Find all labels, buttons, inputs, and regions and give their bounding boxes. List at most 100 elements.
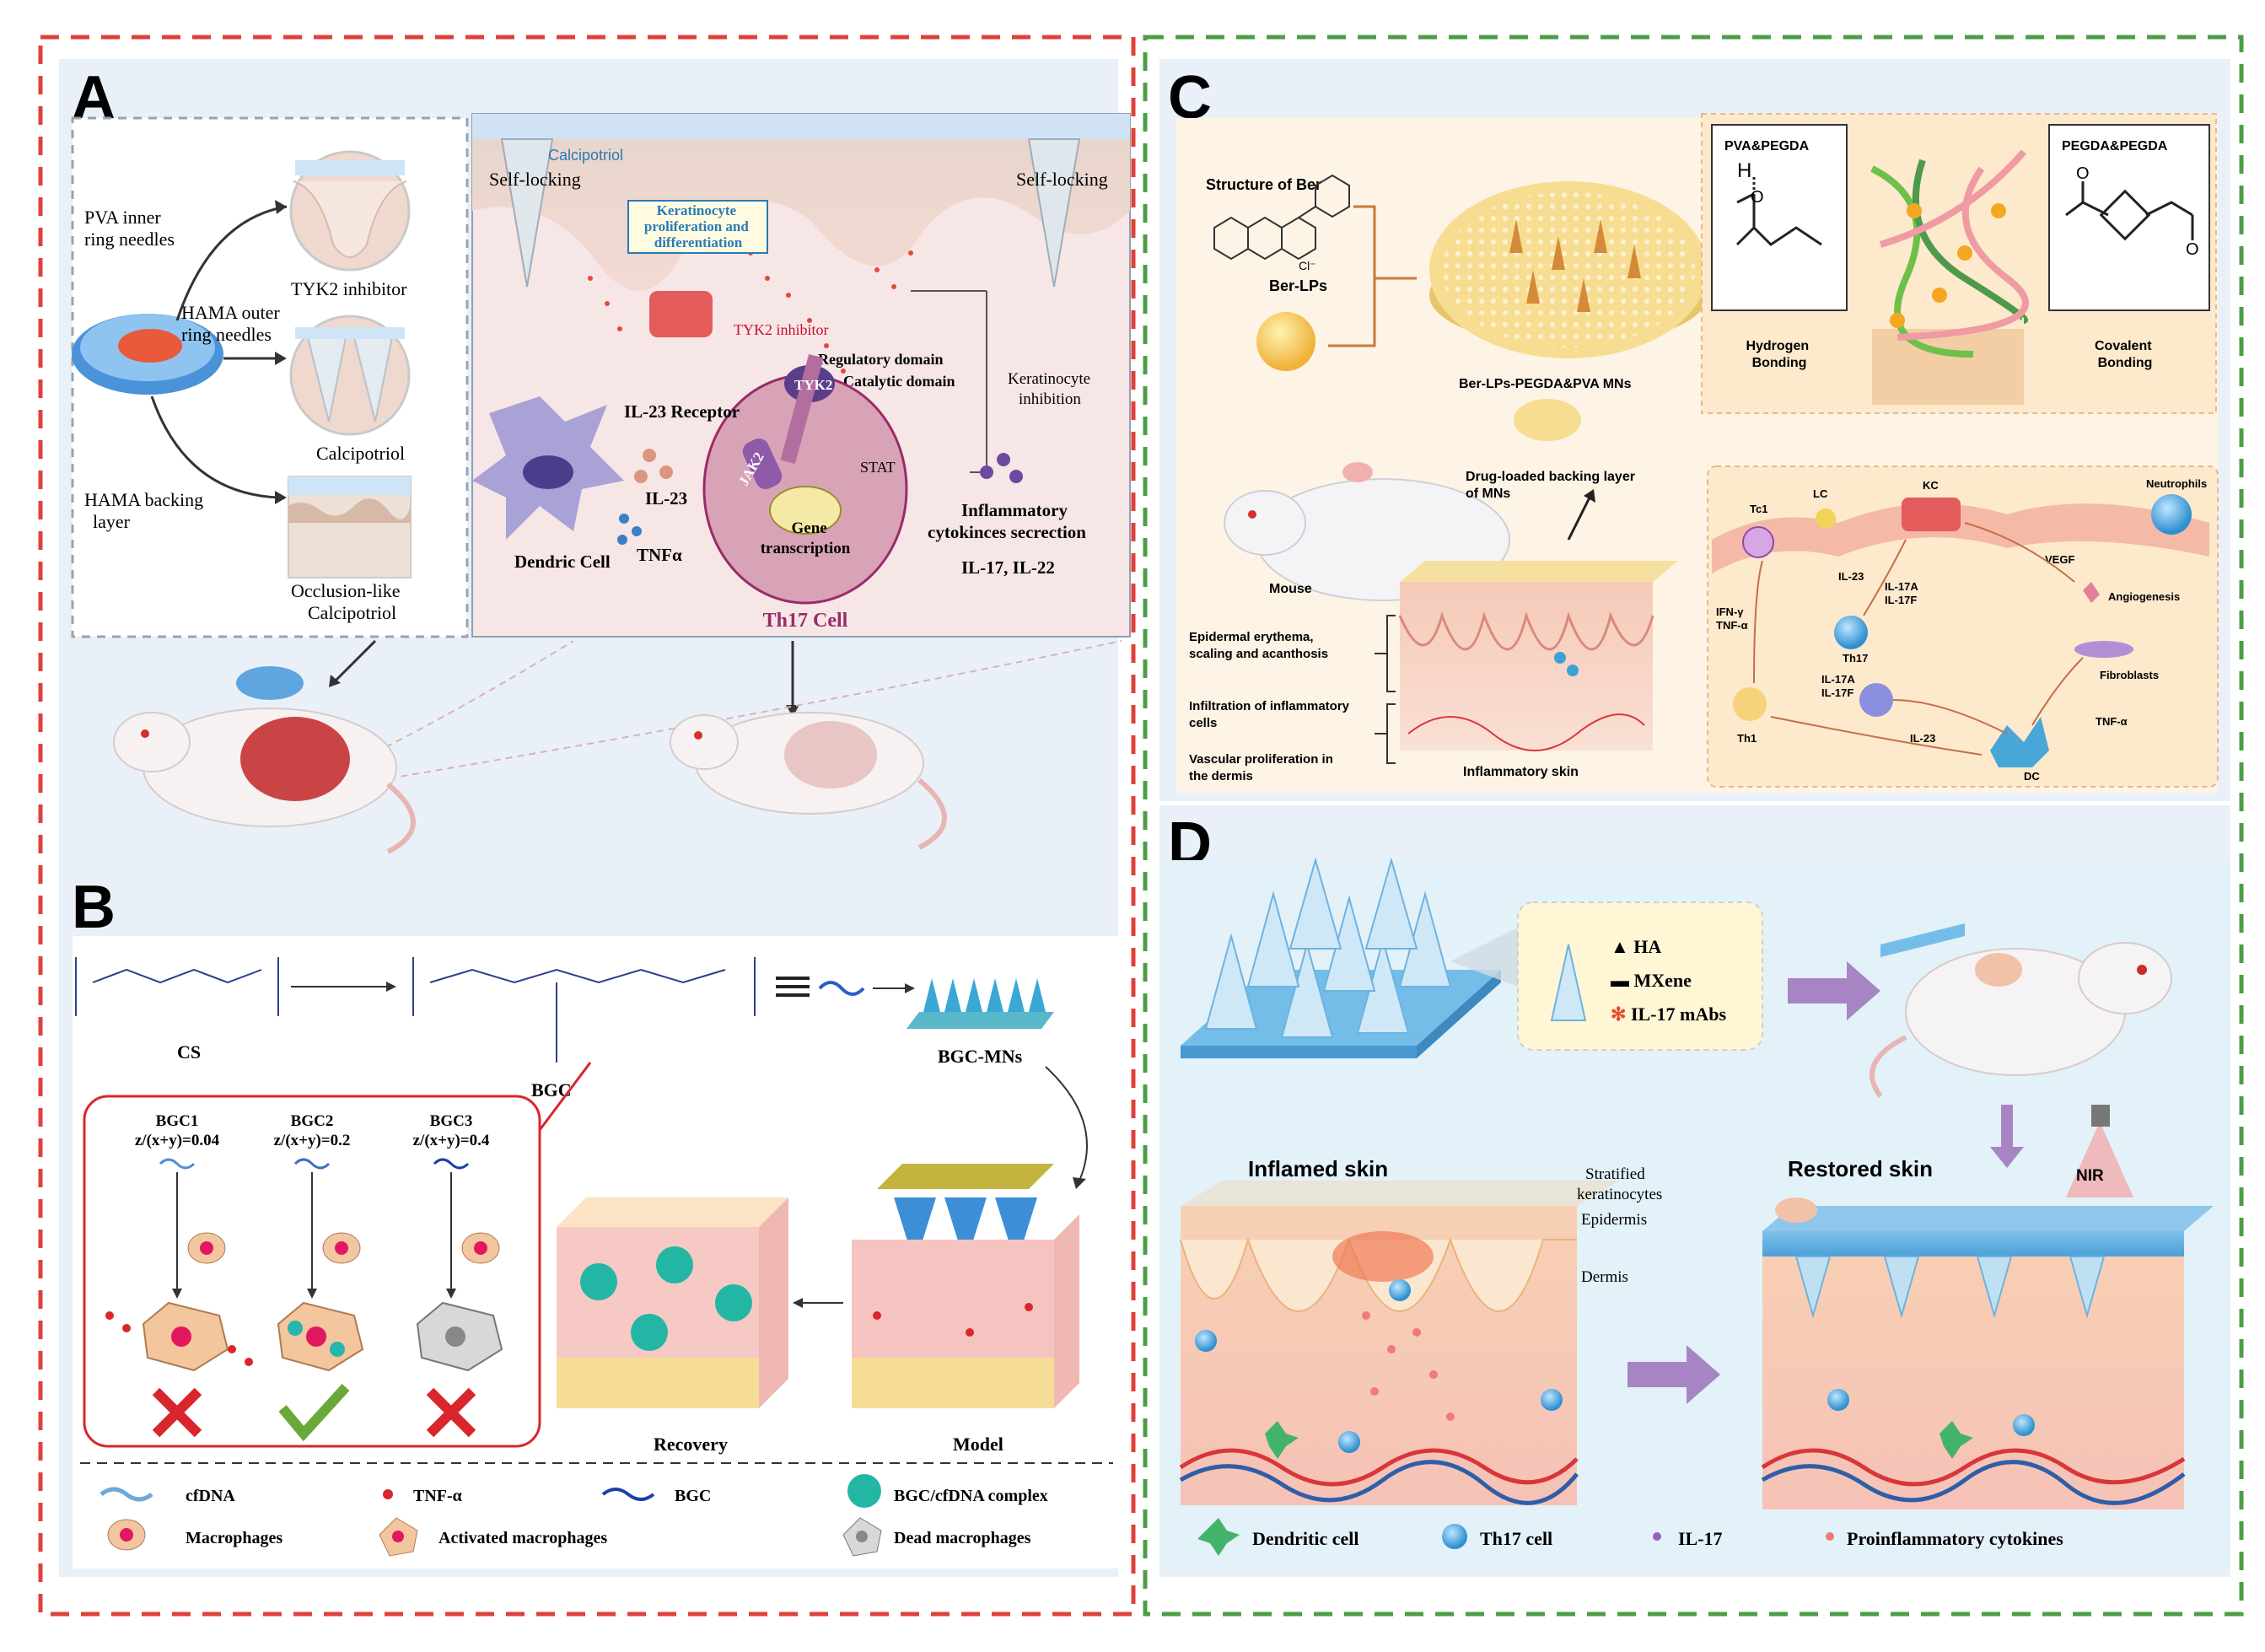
il23-label: IL-23 <box>645 488 687 509</box>
th17-c-label: Th17 <box>1843 652 1868 665</box>
inflammatory-skin-image <box>1398 561 1678 751</box>
epidermis-label: Epidermis <box>1581 1211 1647 1229</box>
dendric-cell-label: Dendric Cell <box>514 552 611 572</box>
il17a-label-1: IL-17A <box>1885 580 1918 593</box>
jak2-shape <box>742 438 783 490</box>
right-frame <box>1143 35 2244 1617</box>
outer-needle-left <box>500 138 554 288</box>
il23b-label: IL-23 <box>1910 732 1935 745</box>
tnf-label-c1: TNF-α <box>1716 619 1748 632</box>
legend-dead: Dead macrophages <box>894 1529 1031 1547</box>
model-skin-image <box>852 1164 1079 1408</box>
calcipotriol-label: Calcipotriol <box>316 443 405 464</box>
mn-label: Ber-LPs-PEGDA&PVA MNs <box>1459 377 1632 391</box>
ber-bracket <box>1328 205 1417 347</box>
drug-loaded-label: Drug-loaded backing layer of MNs <box>1466 470 1638 501</box>
dermis-label: Dermis <box>1581 1268 1628 1286</box>
legend-bgc: BGC <box>675 1487 711 1505</box>
left-frame <box>38 35 1136 1617</box>
nucleus-shape <box>769 486 842 535</box>
fibroblasts-label: Fibroblasts <box>2100 669 2159 681</box>
angiogenesis-label: Angiogenesis <box>2108 590 2180 603</box>
cs-label: CS <box>177 1041 201 1063</box>
bgc3-fail-icon <box>426 1387 476 1438</box>
hydrogen-bond-box <box>1711 124 1848 311</box>
immune-labels: Tc1 LC KC Neutrophils VEGF Angiogenesis … <box>1716 477 2207 783</box>
legend-dendritic: Dendritic cell <box>1252 1528 1358 1549</box>
d-mn-patch-image <box>1181 857 1501 1058</box>
il17-il22-label: IL-17, IL-22 <box>961 557 1055 578</box>
bgc2-ratio: z/(x+y)=0.2 <box>274 1132 351 1149</box>
bgc3-group: BGC3 z/(x+y)=0.4 <box>413 1112 503 1438</box>
infiltration-label: Infiltration of inflammatory cells <box>1189 699 1353 730</box>
ha-label: HA <box>1633 936 1661 957</box>
tyk2-label: TYK2 <box>794 377 832 393</box>
neutrophils-label: Neutrophils <box>2146 477 2207 490</box>
kc-inhibition-label: Keratinocyte inhibition <box>1008 370 1095 408</box>
il17-mabs-label: IL-17 mAbs <box>1631 1004 1727 1025</box>
tnfa-label: TNFα <box>637 545 682 565</box>
bgc1-name: BGC1 <box>156 1112 199 1130</box>
outer-needle-right <box>1027 138 1081 288</box>
th17-cell-icon <box>1442 1524 1467 1549</box>
equivalence-sign <box>776 977 810 997</box>
h-atom-label: H <box>1737 159 1751 182</box>
pva-inner-label: PVA inner ring needles <box>84 207 175 250</box>
tyk2-inhibitor-red: TYK2 inhibitor <box>734 321 829 338</box>
recovery-skin-image <box>557 1197 788 1408</box>
proinflammatory-icon <box>1826 1532 1834 1541</box>
ber-structure <box>1213 174 1350 261</box>
ha-row: ▲ HA <box>1611 936 1661 957</box>
bgc-wave-icon <box>818 981 865 996</box>
self-locking-left: Self-locking <box>489 169 581 190</box>
il17f-label-1: IL-17F <box>1885 594 1917 606</box>
bgc-groups-box <box>83 1095 541 1448</box>
legend-th17: Th17 cell <box>1480 1528 1552 1549</box>
chloride-label: Cl⁻ <box>1299 259 1316 272</box>
hama-outer-label: HAMA outer ring needles <box>181 302 284 345</box>
cytokine-dots <box>980 453 1023 483</box>
mxene-label: MXene <box>1634 970 1692 991</box>
mn-patch-icon <box>72 314 223 395</box>
drug-particles <box>588 250 913 374</box>
dc-label: DC <box>2024 770 2040 783</box>
inflammatory-label: Inflammatory cytokinces secrection <box>928 500 1086 542</box>
vascular-label: Vascular proliferation in the dermis <box>1189 752 1337 783</box>
il17-mabs-row: ✻ IL-17 mAbs <box>1611 1004 1726 1025</box>
pegda-pegda-label: PEGDA&PEGDA <box>2062 139 2168 153</box>
il17f-label-2: IL-17F <box>1821 686 1853 699</box>
panel-d: D ▲ HA ▬ MXene ✻ IL-17 mAbs <box>1159 805 2230 1577</box>
stratified-label: Stratified keratinocytes <box>1577 1165 1662 1203</box>
immune-arrows <box>1753 522 2084 756</box>
polymer-network-image <box>1870 149 2029 405</box>
panel-b: B CS BGC BGC-MNs <box>59 869 1118 1577</box>
mouse-treated-image <box>113 666 416 854</box>
dashed-link-right <box>353 640 1122 785</box>
calcipotriol-skin-circle <box>289 315 411 436</box>
bgc1-ratio: z/(x+y)=0.04 <box>135 1132 220 1149</box>
il23-receptor-label: IL-23 Receptor <box>624 401 740 422</box>
tnfa-dots <box>617 514 642 545</box>
hama-backing-label: HAMA backing layer <box>84 489 208 532</box>
o-atom-left: O <box>2076 164 2090 183</box>
pva-pegda-label: PVA&PEGDA <box>1724 139 1810 153</box>
arrow-to-mouse <box>331 639 377 685</box>
o-atom-right: O <box>2186 240 2199 259</box>
covalent-bond-structure <box>2065 181 2194 241</box>
catalytic-domain: Catalytic domain <box>843 373 955 390</box>
backing-layer-image <box>288 476 412 578</box>
stat-label: STAT <box>860 459 896 476</box>
panel-b-letter: B <box>72 874 116 941</box>
legend-macrophages: Macrophages <box>186 1529 282 1547</box>
dendric-cell-shape <box>472 396 624 540</box>
model-label: Model <box>953 1434 1003 1455</box>
mxene-row: ▬ MXene <box>1611 970 1692 991</box>
keratinocyte-cluster <box>649 291 713 337</box>
bgc2-group: BGC2 z/(x+y)=0.2 <box>274 1112 364 1442</box>
tnf-icon <box>383 1489 393 1499</box>
inflamed-skin-label: Inflamed skin <box>1248 1156 1388 1181</box>
th1-label: Th1 <box>1737 732 1757 745</box>
o-atom-label: O <box>1751 188 1764 207</box>
kc-box-text: Keratinocyte proliferation and different… <box>644 202 752 250</box>
il23-dots <box>634 449 673 483</box>
